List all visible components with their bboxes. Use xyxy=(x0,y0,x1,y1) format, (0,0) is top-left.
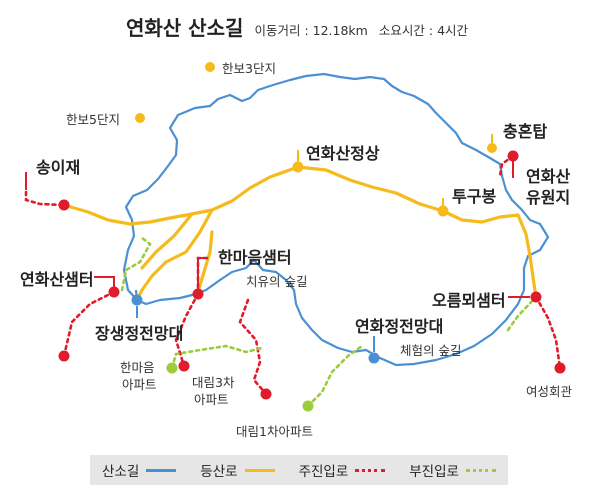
legend-trail: 산소길 xyxy=(102,460,177,480)
legend-main-entrance-label: 주진입로 xyxy=(298,464,349,480)
sub-entrance-daelim1 xyxy=(306,344,364,408)
legend-hiking-road-label: 등산로 xyxy=(200,464,238,480)
label-yeonhwasan-spring: 연화산샘터 xyxy=(20,270,94,289)
label-healing-forest: 치유의 숲길 xyxy=(246,274,308,289)
label-hanbo3: 한보3단지 xyxy=(222,61,276,76)
chunghontap-marker xyxy=(487,143,497,153)
label-yeonhwa-observatory: 연화정전망대 xyxy=(355,317,444,336)
tugubong-marker xyxy=(437,205,449,217)
hiking-road-branch xyxy=(135,208,214,302)
main-entrance-hanmaeum xyxy=(174,292,200,368)
label-yuwonji-2: 유원지 xyxy=(526,188,571,207)
leader-yeonhwasan-spring xyxy=(94,276,115,288)
yeonhwa-observatory-marker xyxy=(368,352,380,364)
hanbo5-marker xyxy=(135,113,145,123)
legend-sub-entrance: 부진입로 xyxy=(409,460,496,480)
legend-trail-label: 산소길 xyxy=(102,464,140,480)
main-entrance-songijae xyxy=(24,190,66,207)
daelim3-marker xyxy=(178,360,190,372)
daelim1-marker xyxy=(302,400,314,412)
label-jangsaeng: 장생정전망대 xyxy=(95,324,184,343)
hiking-road-branch-2 xyxy=(196,230,214,294)
time-info: 소요시간 : 4시간 xyxy=(378,23,469,38)
hanmaeum-spring-marker xyxy=(192,288,204,300)
trail-route xyxy=(122,72,550,367)
yeoseong-marker xyxy=(554,362,566,374)
map-legend: 산소길 등산로 주진입로 부진입로 xyxy=(90,455,508,485)
label-hanmaeum-apt-2: 아파트 xyxy=(122,377,157,392)
main-entrance-chunghontap xyxy=(498,154,515,178)
daelim3-end-marker xyxy=(260,388,272,400)
label-yuwonji-1: 연화산 xyxy=(526,167,571,186)
entrance-left-marker xyxy=(58,350,70,362)
yuwonji-marker xyxy=(507,150,519,162)
hanmaeum-apt-marker xyxy=(166,362,178,374)
hiking-road-main xyxy=(62,165,538,299)
label-summit: 연화산정상 xyxy=(306,144,380,163)
legend-main-entrance: 주진입로 xyxy=(299,460,386,480)
sub-entrance-jangsaeng xyxy=(120,236,152,292)
hiking-road-branch-3 xyxy=(140,212,194,270)
legend-trail-swatch xyxy=(146,468,177,472)
main-entrance-daelim3 xyxy=(238,298,268,396)
legend-sub-entrance-label: 부진입로 xyxy=(409,464,459,480)
main-entrance-oreumoe xyxy=(534,295,562,370)
summit-marker xyxy=(292,161,304,173)
label-hanbo5: 한보5단지 xyxy=(66,112,120,127)
label-songijae: 송이재 xyxy=(36,158,81,177)
label-yeoseong: 여성회관 xyxy=(526,384,573,399)
label-hanmaeum-spring: 한마음샘터 xyxy=(218,248,292,267)
hanbo3-marker xyxy=(205,62,215,72)
page-title: 연화산 산소길 xyxy=(126,16,244,40)
leader-hanmaeum-spring xyxy=(197,257,208,290)
jangsaeng-marker xyxy=(131,294,143,306)
legend-hiking-road-swatch xyxy=(244,468,275,472)
legend-sub-entrance-swatch xyxy=(465,468,496,472)
label-daelim3-2: 아파트 xyxy=(194,392,229,407)
sub-entrance-hanmaeum-apt xyxy=(170,344,264,370)
yeonhwasan-spring-marker xyxy=(108,286,120,298)
songijae-marker xyxy=(58,199,70,211)
label-oreumoe: 오름뫼샘터 xyxy=(432,291,506,310)
label-daelim1: 대림1차아파트 xyxy=(236,424,313,439)
sub-entrance-experience xyxy=(506,295,538,332)
title-row: 연화산 산소길 이동거리 : 12.18km 소요시간 : 4시간 xyxy=(126,12,468,41)
label-experience-forest: 체험의 숲길 xyxy=(400,343,462,358)
label-hanmaeum-apt-1: 한마음 xyxy=(120,360,155,375)
label-chunghontap: 충혼탑 xyxy=(503,122,548,141)
legend-hiking-road: 등산로 xyxy=(200,460,275,480)
distance-info: 이동거리 : 12.18km xyxy=(254,23,368,38)
main-entrance-yeonhwasan xyxy=(62,290,116,358)
label-tugubong: 투구봉 xyxy=(452,187,497,206)
label-daelim3-1: 대림3차 xyxy=(192,375,235,390)
oreumoe-marker xyxy=(530,291,542,303)
legend-main-entrance-swatch xyxy=(355,468,386,472)
